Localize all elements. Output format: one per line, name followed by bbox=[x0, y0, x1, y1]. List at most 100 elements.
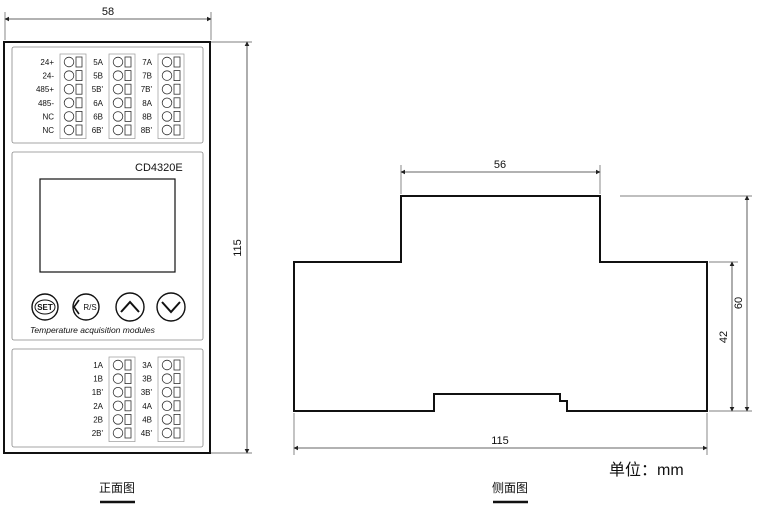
terminal-strip bbox=[157, 356, 185, 442]
terminal-slot bbox=[124, 83, 132, 95]
terminal-screw[interactable] bbox=[63, 124, 75, 136]
terminal-label: 4B bbox=[142, 415, 152, 424]
side-profile bbox=[293, 195, 708, 412]
terminal-slot bbox=[75, 83, 83, 95]
terminal-strip bbox=[108, 356, 136, 442]
terminal-screw[interactable] bbox=[112, 83, 124, 95]
terminal-screw[interactable] bbox=[161, 427, 173, 439]
run-stop-button-label: R/S bbox=[83, 303, 96, 312]
terminal-slot bbox=[173, 386, 181, 398]
terminal-label: 6B' bbox=[92, 126, 104, 135]
terminal-label: 5B' bbox=[92, 85, 104, 94]
terminal-label: 8B bbox=[142, 112, 152, 121]
terminal-screw[interactable] bbox=[161, 400, 173, 412]
terminal-slot bbox=[173, 373, 181, 385]
terminal-screw[interactable] bbox=[161, 124, 173, 136]
terminal-screw[interactable] bbox=[161, 387, 173, 398]
terminal-label: 7A bbox=[142, 58, 152, 67]
terminal-screw[interactable] bbox=[112, 414, 124, 425]
terminal-screw[interactable] bbox=[161, 359, 173, 371]
back-arrow-icon bbox=[73, 299, 80, 315]
terminal-slot bbox=[124, 111, 132, 122]
terminal-slot bbox=[173, 70, 181, 81]
terminal-slot bbox=[124, 56, 132, 68]
terminal-slot bbox=[124, 427, 132, 439]
lcd-screen bbox=[39, 178, 176, 273]
terminal-slot bbox=[173, 56, 181, 68]
terminal-label: 8B' bbox=[141, 126, 153, 135]
terminal-label: 3B' bbox=[141, 388, 153, 397]
terminal-screw[interactable] bbox=[161, 111, 173, 122]
terminal-label: 485+ bbox=[36, 85, 54, 94]
terminal-slot bbox=[173, 413, 181, 425]
terminal-label: 24+ bbox=[40, 58, 54, 67]
terminal-slot bbox=[124, 413, 132, 425]
terminal-slot bbox=[124, 70, 132, 81]
terminal-screw[interactable] bbox=[112, 124, 124, 136]
terminal-screw[interactable] bbox=[161, 83, 173, 95]
terminal-screw[interactable] bbox=[63, 111, 75, 122]
front-view-caption: 正面图 bbox=[99, 481, 135, 495]
terminal-label: 1B' bbox=[92, 388, 104, 397]
terminal-slot bbox=[124, 359, 132, 371]
terminal-screw[interactable] bbox=[112, 56, 124, 68]
terminal-label: 3B bbox=[142, 375, 152, 384]
terminal-screw[interactable] bbox=[63, 97, 75, 109]
side-outer-height-dim: 60 bbox=[733, 297, 745, 309]
terminal-screw[interactable] bbox=[161, 56, 173, 68]
run-stop-button[interactable]: R/S bbox=[72, 293, 100, 321]
terminal-label: 5A bbox=[93, 58, 103, 67]
terminal-label: 2B bbox=[93, 415, 103, 424]
terminal-slot bbox=[75, 111, 83, 122]
terminal-label: NC bbox=[42, 112, 54, 121]
terminal-label: 1B bbox=[93, 375, 103, 384]
terminal-screw[interactable] bbox=[112, 400, 124, 412]
terminal-screw[interactable] bbox=[161, 70, 173, 81]
terminal-screw[interactable] bbox=[112, 373, 124, 384]
terminal-screw[interactable] bbox=[161, 373, 173, 384]
terminal-slot bbox=[124, 97, 132, 109]
terminal-label: 3A bbox=[142, 361, 152, 370]
terminal-label: NC bbox=[42, 126, 54, 135]
terminal-slot bbox=[75, 124, 83, 136]
terminal-label: 6A bbox=[93, 99, 103, 108]
up-button[interactable] bbox=[115, 292, 145, 322]
chevron-down-icon bbox=[161, 301, 181, 314]
terminal-slot bbox=[124, 373, 132, 385]
terminal-screw[interactable] bbox=[112, 111, 124, 122]
bottom-terminal-panel bbox=[11, 348, 204, 448]
terminal-screw[interactable] bbox=[112, 97, 124, 109]
terminal-slot bbox=[124, 386, 132, 398]
terminal-slot bbox=[75, 56, 83, 68]
down-button[interactable] bbox=[156, 292, 186, 322]
side-bottom-dim: 115 bbox=[491, 435, 509, 447]
terminal-slot bbox=[173, 400, 181, 412]
terminal-screw[interactable] bbox=[63, 56, 75, 68]
terminal-screw[interactable] bbox=[112, 387, 124, 398]
terminal-label: 2A bbox=[93, 402, 103, 411]
terminal-strip bbox=[59, 53, 87, 139]
terminal-screw[interactable] bbox=[161, 414, 173, 425]
terminal-slot bbox=[124, 124, 132, 136]
terminal-screw[interactable] bbox=[161, 97, 173, 109]
side-view-caption: 侧面图 bbox=[492, 481, 528, 495]
terminal-screw[interactable] bbox=[112, 70, 124, 81]
unit-label: 单位：mm bbox=[609, 461, 684, 479]
terminal-label: 6B bbox=[93, 112, 103, 121]
module-tagline: Temperature acquisition modules bbox=[30, 325, 156, 335]
terminal-screw[interactable] bbox=[112, 359, 124, 371]
terminal-label: 5B bbox=[93, 72, 103, 81]
terminal-screw[interactable] bbox=[63, 83, 75, 95]
side-view: 56 115 42 60 单位：mm 侧面图 bbox=[293, 159, 752, 504]
terminal-strip bbox=[157, 53, 185, 139]
set-button[interactable]: SET bbox=[31, 293, 59, 321]
front-view: 58 115 24+24-485+485-NCNC5A5B5B'6A6B6B'7… bbox=[3, 6, 252, 504]
terminal-slot bbox=[75, 97, 83, 109]
terminal-screw[interactable] bbox=[112, 427, 124, 439]
side-inner-height-dim: 42 bbox=[718, 331, 730, 343]
terminal-screw[interactable] bbox=[63, 70, 75, 81]
terminal-slot bbox=[173, 427, 181, 439]
chevron-up-icon bbox=[120, 300, 140, 313]
